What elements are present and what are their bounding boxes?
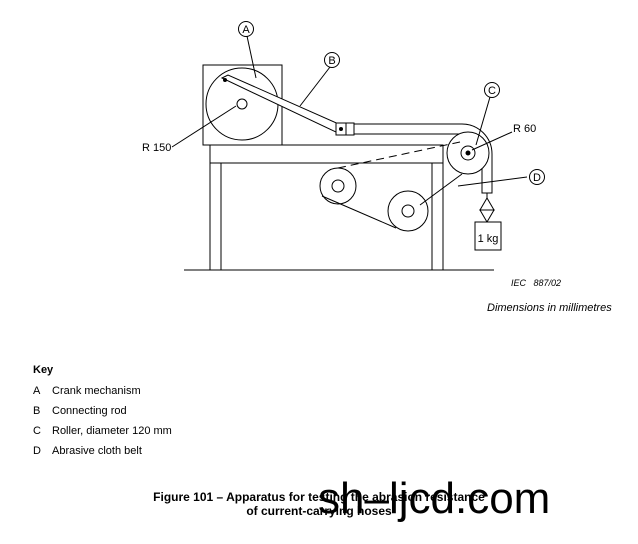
weight-cone — [479, 209, 495, 223]
leader-r60 — [471, 131, 513, 151]
key-letter: D — [33, 445, 41, 457]
callout-b-circle — [324, 52, 340, 68]
crank-centre — [236, 98, 248, 110]
key-text: Abrasive cloth belt — [52, 445, 142, 457]
weight-label: 1 kg — [478, 233, 499, 245]
callout-c-label: C — [488, 85, 496, 97]
key-letter: C — [33, 425, 41, 437]
key-section: Key A Crank mechanism B Connecting rod C Ro… — [33, 364, 172, 464]
crank-pin — [223, 78, 227, 82]
key-letter: A — [33, 385, 41, 397]
key-letter: B — [33, 405, 41, 417]
callout-d-circle — [529, 169, 545, 185]
pulley-left — [319, 167, 357, 205]
crank-disc — [205, 67, 279, 141]
key-text: Roller, diameter 120 mm — [52, 425, 172, 437]
pulley-left-hub — [331, 179, 345, 193]
watermark: sh–ljcd.com — [318, 474, 551, 523]
callout-c-circle — [484, 82, 500, 98]
weight-block — [474, 221, 502, 251]
leader-c — [475, 96, 491, 146]
key-item: B Connecting rod — [33, 404, 172, 424]
rod-collar — [345, 122, 355, 136]
table-leg-left — [209, 162, 222, 271]
caption-line-1: Figure 101 – Apparatus for testing the a… — [153, 490, 485, 504]
key-item: A Crank mechanism — [33, 384, 172, 404]
key-item: D Abrasive cloth belt — [33, 444, 172, 464]
figure-ref: IEC 887/02 — [511, 278, 561, 288]
callout-a-circle — [238, 21, 254, 37]
key-text: Crank mechanism — [52, 385, 141, 397]
key-item: C Roller, diameter 120 mm — [33, 424, 172, 444]
callout-b-label: B — [328, 55, 335, 67]
leader-a — [246, 35, 257, 79]
leader-b — [299, 66, 331, 107]
belt-top — [337, 141, 461, 169]
pulley-right — [387, 190, 429, 232]
belt-right — [419, 173, 463, 206]
table-top — [209, 144, 444, 164]
roller-c-axle — [465, 150, 471, 156]
leader-r150 — [171, 105, 237, 148]
belt-bottom — [321, 195, 397, 229]
callout-d-label: D — [533, 172, 541, 184]
belt-leader — [457, 176, 528, 187]
callout-a-label: A — [242, 24, 250, 36]
pulley-right-hub — [401, 204, 415, 218]
key-text: Connecting rod — [52, 405, 127, 417]
figure-caption: Figure 101 – Apparatus for testing the a… — [0, 490, 638, 518]
radius-r150-label: R 150 — [142, 142, 171, 154]
radius-r60-label: R 60 — [513, 123, 536, 135]
caption-line-2: of current-carrying hoses — [246, 504, 392, 518]
rod-pivot-pin — [339, 127, 343, 131]
key-title: Key — [33, 364, 54, 376]
table-leg-right — [431, 162, 444, 271]
dimensions-note: Dimensions in millimetres — [487, 302, 612, 314]
weight-hook — [479, 197, 495, 211]
roller-c-hub — [460, 145, 476, 161]
